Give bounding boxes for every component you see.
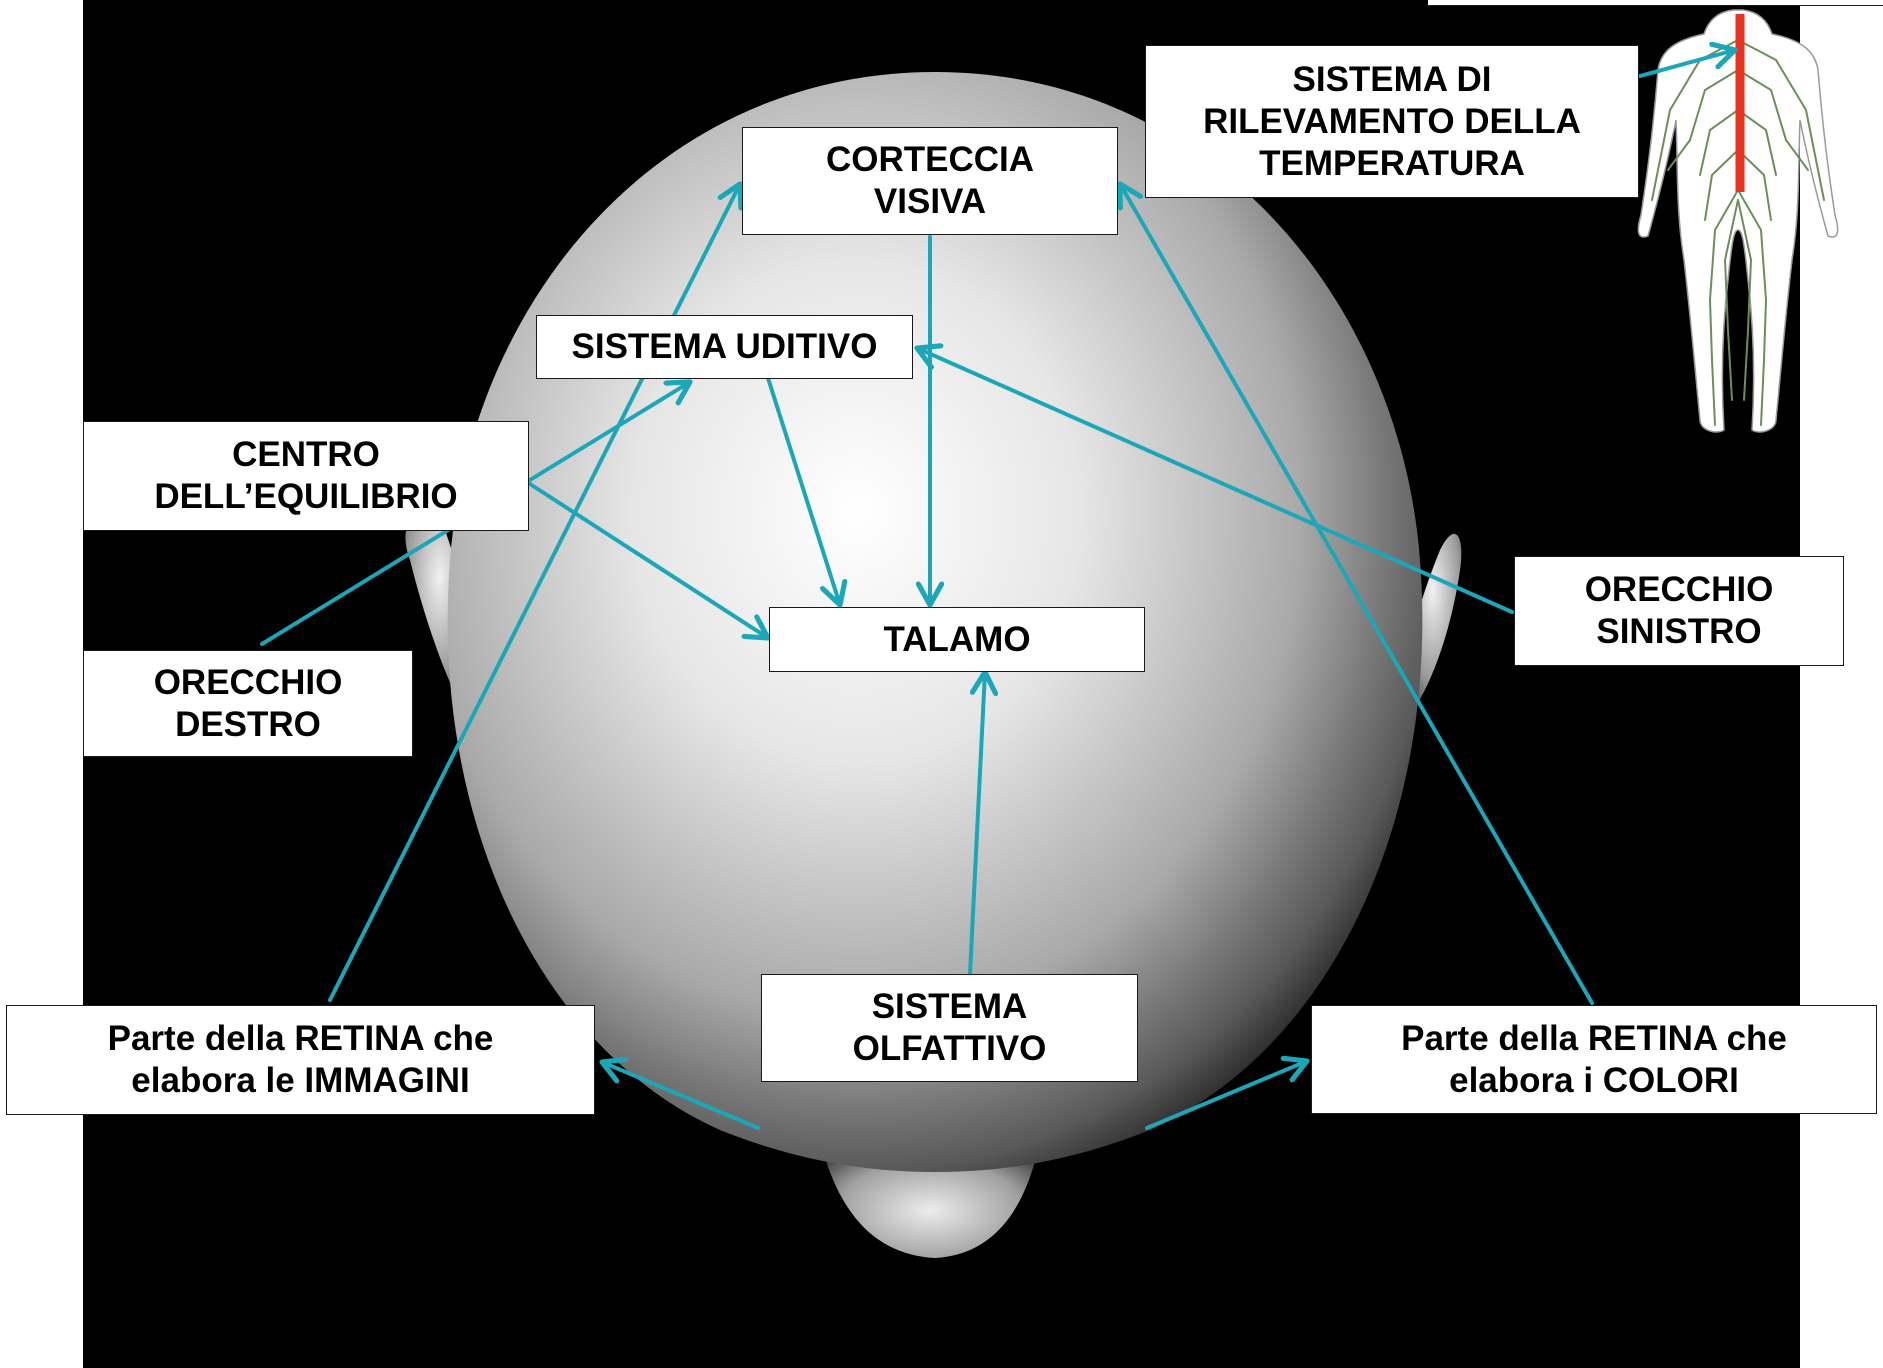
arrow-temperature-figure (1638, 50, 1735, 78)
orecchio-sinistro-text: ORECCHIO SINISTRO (1584, 570, 1774, 651)
orecchio-destro-label: ORECCHIO DESTRO (83, 650, 413, 757)
orecchio-sinistro-label: ORECCHIO SINISTRO (1514, 556, 1844, 666)
orecchio-destro-text: ORECCHIO DESTRO (153, 662, 343, 744)
arrow-olfattivo-talamo (968, 672, 985, 976)
top-right-edge-tab (1428, 0, 1883, 6)
talamo-text: TALAMO (883, 619, 1031, 659)
retina-colori-label: Parte della RETINA che elabora i COLORI (1311, 1005, 1877, 1114)
corteccia-visiva-label: CORTECCIA VISIVA (742, 127, 1118, 235)
sistema-temperatura-text: SISTEMA DI RILEVAMENTO DELLA TEMPERATURA (1203, 59, 1581, 183)
corteccia-visiva-text: CORTECCIA VISIVA (825, 140, 1035, 221)
arrow-to-retina-immagini (602, 1062, 760, 1130)
arrow-equilibrio-talamo (528, 482, 768, 638)
retina-immagini-text: Parte della RETINA che elabora le IMMAGI… (107, 1019, 494, 1100)
arrow-to-retina-colori (1145, 1061, 1307, 1130)
arrow-uditivo-talamo (766, 376, 840, 605)
retina-colori-text: Parte della RETINA che elabora i COLORI (1401, 1018, 1787, 1100)
sistema-uditivo-text: SISTEMA UDITIVO (571, 327, 878, 366)
retina-immagini-label: Parte della RETINA che elabora le IMMAGI… (6, 1005, 595, 1115)
arrow-orecchio-sinistro-uditivo (917, 348, 1514, 614)
nervous-system-figure-icon (1637, 9, 1839, 433)
talamo-label: TALAMO (769, 607, 1145, 672)
sistema-olfattivo-label: SISTEMA OLFATTIVO (761, 974, 1138, 1082)
arrow-retina-colori-cortex (1120, 184, 1594, 1005)
centro-equilibrio-text: CENTRO DELL’EQUILIBRIO (154, 435, 458, 516)
sistema-olfattivo-text: SISTEMA OLFATTIVO (852, 987, 1047, 1068)
centro-equilibrio-label: CENTRO DELL’EQUILIBRIO (83, 421, 529, 531)
sistema-uditivo-label: SISTEMA UDITIVO (536, 315, 913, 379)
sistema-temperatura-label: SISTEMA DI RILEVAMENTO DELLA TEMPERATURA (1145, 45, 1639, 198)
